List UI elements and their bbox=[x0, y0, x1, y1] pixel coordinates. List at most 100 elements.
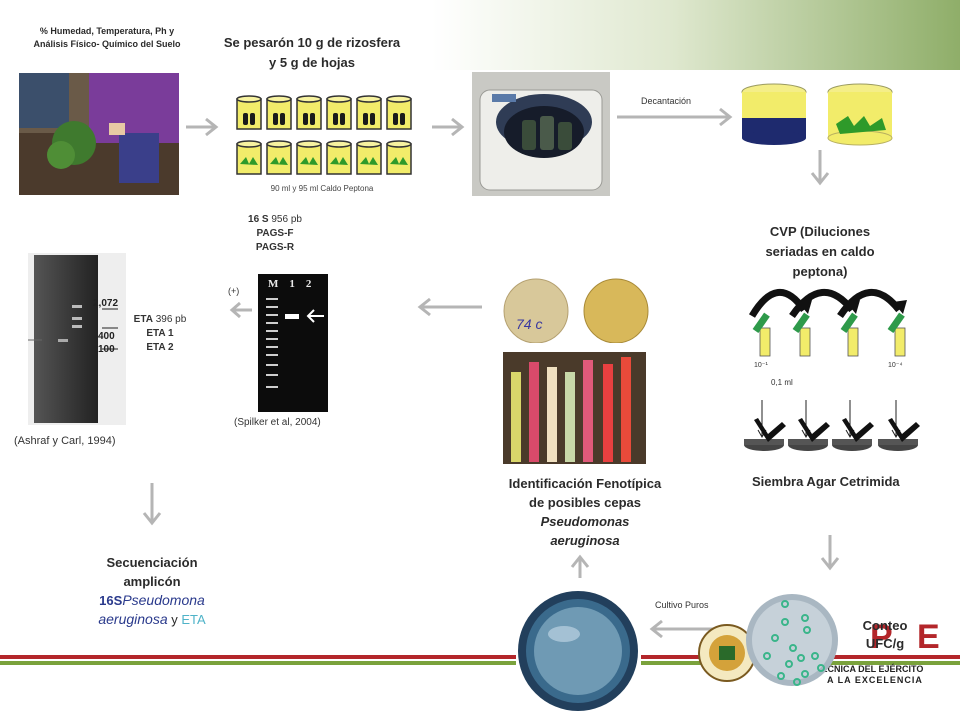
eta-primer-1: ETA 1 bbox=[146, 328, 174, 339]
inoculum-volume-label: 0,1 ml bbox=[771, 378, 793, 387]
cetrimide-agar-plate bbox=[832, 400, 874, 451]
colony bbox=[785, 660, 793, 668]
institution-name: TÉCNICA DEL EJÉRCITO bbox=[816, 664, 924, 674]
primer-forward: PAGS-F bbox=[256, 228, 294, 239]
colony-count-label: Conteo UFC/g bbox=[862, 618, 908, 651]
arrow-down-to-cvp bbox=[810, 150, 830, 186]
biochemical-tubes-photo bbox=[503, 352, 646, 464]
ladder-2072-label: 2,072 bbox=[93, 298, 119, 309]
decantation-vessels bbox=[741, 83, 893, 146]
pure-culture-label: Cultivo Puros bbox=[655, 600, 709, 610]
colony bbox=[811, 652, 819, 660]
colony-count-plate bbox=[746, 594, 838, 686]
leaf-sample-can bbox=[266, 140, 292, 175]
sequencing-line2: amplicón bbox=[123, 574, 181, 589]
plate-photos: 74 c bbox=[496, 277, 656, 343]
leaf-sample-can bbox=[326, 140, 352, 175]
leaf-sample-can bbox=[356, 140, 382, 175]
soil-analysis-label: % Humedad, Temperatura, Ph y Análisis Fí… bbox=[33, 26, 181, 49]
soil-sample-can bbox=[356, 95, 382, 130]
soil-sample-can bbox=[266, 95, 292, 130]
colony bbox=[801, 670, 809, 678]
gel-16s-image bbox=[258, 274, 328, 412]
weighing-title: Se pesarón 10 g de rizosfera y 5 g de ho… bbox=[223, 35, 401, 70]
gel-lane-labels: M 1 2 bbox=[268, 278, 312, 290]
phenotype-line2: de posibles cepas bbox=[529, 495, 641, 510]
arrow-phenotype-to-gel bbox=[417, 297, 482, 317]
ashraf-citation: (Ashraf y Carl, 1994) bbox=[14, 435, 116, 447]
colony bbox=[789, 644, 797, 652]
sequencing-line1: Secuenciación bbox=[106, 555, 198, 570]
gel-eta-image bbox=[28, 253, 126, 425]
gel-16s-size: 956 pb bbox=[268, 214, 302, 225]
sequencing-text: Secuenciación amplicón 16SPseudomona aer… bbox=[72, 553, 232, 629]
serial-dilution-diagram bbox=[744, 289, 920, 451]
broth-volume-label: 90 ml y 95 ml Caldo Peptona bbox=[270, 184, 374, 193]
phenotype-identification-text: Identificación Fenotípica de posibles ce… bbox=[487, 474, 683, 550]
positive-control-label: (+) bbox=[228, 286, 240, 296]
pure-culture-plate bbox=[516, 586, 641, 716]
phenotype-species-genus: Pseudomonas bbox=[540, 514, 630, 529]
gel-16s-primers: 16 S 956 pb PAGS-F PAGS-R bbox=[235, 213, 315, 255]
cetrimide-label: Siembra Agar Cetrimida bbox=[752, 474, 900, 489]
footer-green-stripe bbox=[0, 661, 960, 665]
centrifuge-photo bbox=[472, 72, 610, 196]
cetrimide-agar-plate bbox=[878, 400, 920, 451]
transfer-arc bbox=[837, 289, 902, 318]
institution-logo-letters: P E bbox=[870, 618, 942, 656]
colony bbox=[781, 618, 789, 626]
sequencing-16s: 16S bbox=[99, 593, 123, 608]
dilution-first-label: 10⁻¹ bbox=[754, 362, 768, 369]
institution-motto: A LA EXCELENCIA bbox=[827, 675, 923, 685]
sequencing-species: aeruginosa bbox=[98, 611, 168, 627]
soil-sample-can bbox=[386, 95, 412, 130]
field-sampling-photo bbox=[19, 73, 179, 195]
sample-cans bbox=[236, 95, 412, 175]
soil-sample-can bbox=[326, 95, 352, 130]
colony bbox=[793, 678, 801, 686]
ladder-100-label: 100 bbox=[98, 344, 115, 355]
arrow-decantation bbox=[617, 107, 733, 127]
arrow-up-to-phenotype bbox=[570, 554, 590, 578]
institution-seal bbox=[698, 624, 756, 682]
dilution-tube bbox=[887, 312, 906, 357]
soil-sample-can bbox=[296, 95, 322, 130]
gel-16s-gene: 16 S bbox=[248, 214, 269, 225]
eta-gene: ETA bbox=[133, 314, 153, 325]
colony bbox=[771, 634, 779, 642]
phenotype-line1: Identificación Fenotípica bbox=[508, 476, 662, 491]
arrow-down-to-count bbox=[820, 535, 840, 571]
phenotype-species-epithet: aeruginosa bbox=[550, 533, 620, 548]
leaf-sample-can bbox=[236, 140, 262, 175]
colony bbox=[797, 654, 805, 662]
dilution-tube bbox=[752, 312, 771, 357]
eta-primer-2: ETA 2 bbox=[146, 342, 174, 353]
leaf-sample-can bbox=[296, 140, 322, 175]
dilution-tube bbox=[840, 312, 859, 357]
ladder-400-label: 400 bbox=[98, 331, 115, 342]
dilution-last-label: 10⁻⁴ bbox=[888, 362, 903, 369]
arrow-down-to-sequencing bbox=[142, 483, 162, 526]
sequencing-genus: Pseudomona bbox=[122, 592, 205, 608]
leaf-sample-can bbox=[386, 140, 412, 175]
colony bbox=[801, 614, 809, 622]
soil-sample-can bbox=[236, 95, 262, 130]
header-gradient-band bbox=[0, 0, 960, 70]
plate-handwritten-label: 74 c bbox=[516, 316, 542, 332]
colony bbox=[763, 652, 771, 660]
primer-reverse: PAGS-R bbox=[255, 242, 295, 253]
colony bbox=[777, 672, 785, 680]
footer-red-stripe bbox=[0, 655, 960, 659]
cvp-title: CVP (Diluciones seriadas en caldo pepton… bbox=[765, 224, 875, 279]
colony bbox=[817, 664, 825, 672]
sequencing-and: y bbox=[167, 612, 182, 627]
arrow-photo-to-cans bbox=[186, 117, 219, 137]
dilution-tube bbox=[792, 312, 811, 357]
eta-size: 396 pb bbox=[152, 314, 187, 325]
spilker-citation: (Spilker et al, 2004) bbox=[234, 417, 321, 428]
eta-primers: ETA 396 pb ETA 1 ETA 2 bbox=[130, 313, 190, 355]
sequencing-eta: ETA bbox=[181, 612, 206, 627]
arrow-gel-to-eta bbox=[229, 301, 252, 319]
decantation-label: Decantación bbox=[641, 96, 692, 106]
cetrimide-agar-plate bbox=[788, 400, 830, 451]
